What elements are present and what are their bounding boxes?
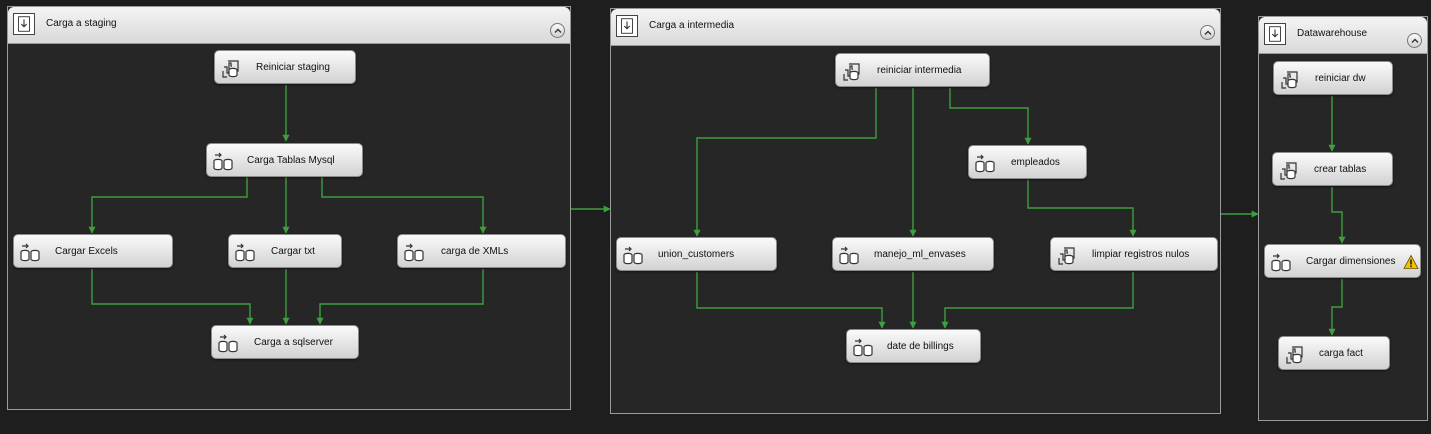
- task-label: Cargar txt: [271, 246, 315, 257]
- task-reiniciar-staging[interactable]: Reiniciar staging: [214, 50, 356, 84]
- task-cargar-txt[interactable]: Cargar txt: [228, 234, 342, 268]
- task-label: Carga a sqlserver: [254, 337, 333, 348]
- data-flow-task-icon: [1270, 251, 1292, 273]
- container-title-staging: Carga a staging: [46, 18, 117, 29]
- data-flow-task-icon: [403, 241, 425, 263]
- data-flow-task-icon: [19, 241, 41, 263]
- task-label: manejo_ml_envases: [874, 249, 966, 260]
- sequence-container-icon: [1264, 23, 1286, 45]
- task-label: crear tablas: [1314, 164, 1367, 175]
- execute-sql-task-icon: [1278, 159, 1300, 181]
- chevron-up-icon: [1203, 28, 1213, 38]
- task-label: reiniciar dw: [1315, 73, 1366, 84]
- task-cargar-dimensiones[interactable]: Cargar dimensiones: [1264, 244, 1421, 278]
- task-crear-tablas[interactable]: crear tablas: [1272, 152, 1393, 186]
- task-reiniciar-intermedia[interactable]: reiniciar intermedia: [835, 53, 990, 87]
- task-cargar-excels[interactable]: Cargar Excels: [13, 234, 173, 268]
- task-date-de-billings[interactable]: date de billings: [846, 329, 981, 363]
- container-title-intermedia: Carga a intermedia: [649, 20, 735, 31]
- task-label: Cargar Excels: [55, 246, 118, 257]
- collapse-staging-button[interactable]: [550, 23, 565, 38]
- data-flow-task-icon: [622, 244, 644, 266]
- sequence-container-icon: [13, 13, 35, 35]
- execute-sql-task-icon: [1284, 343, 1306, 365]
- data-flow-task-icon: [838, 244, 860, 266]
- chevron-up-icon: [1410, 36, 1420, 46]
- task-label: Reiniciar staging: [256, 62, 330, 73]
- execute-sql-task-icon: [1056, 244, 1078, 266]
- task-carga-tablas-mysql[interactable]: Carga Tablas Mysql: [206, 143, 363, 177]
- data-flow-task-icon: [974, 152, 996, 174]
- task-label: Cargar dimensiones: [1306, 256, 1396, 267]
- task-label: reiniciar intermedia: [877, 65, 962, 76]
- execute-sql-task-icon: [1279, 68, 1301, 90]
- task-carga-a-sqlserver[interactable]: Carga a sqlserver: [211, 325, 359, 359]
- chevron-up-icon: [553, 26, 563, 36]
- container-header-intermedia[interactable]: Carga a intermedia: [611, 9, 1220, 46]
- sequence-container-icon: [616, 15, 638, 37]
- task-carga-fact[interactable]: carga fact: [1278, 336, 1390, 370]
- warning-icon: [1403, 254, 1419, 269]
- task-limpiar-registros-nulos[interactable]: limpiar registros nulos: [1050, 237, 1218, 271]
- task-manejo-ml-envases[interactable]: manejo_ml_envases: [832, 237, 994, 271]
- task-carga-de-xmls[interactable]: carga de XMLs: [397, 234, 566, 268]
- task-label: carga fact: [1319, 348, 1363, 359]
- container-header-staging[interactable]: Carga a staging: [8, 7, 570, 44]
- task-union-customers[interactable]: union_customers: [616, 237, 777, 271]
- task-label: empleados: [1011, 157, 1060, 168]
- task-label: carga de XMLs: [441, 246, 509, 257]
- container-title-datawarehouse: Datawarehouse: [1297, 28, 1368, 39]
- data-flow-task-icon: [217, 332, 239, 354]
- task-label: Carga Tablas Mysql: [247, 155, 335, 166]
- data-flow-task-icon: [852, 336, 874, 358]
- task-reiniciar-dw[interactable]: reiniciar dw: [1273, 61, 1393, 95]
- data-flow-task-icon: [234, 241, 256, 263]
- task-empleados[interactable]: empleados: [968, 145, 1087, 179]
- execute-sql-task-icon: [841, 60, 863, 82]
- collapse-datawarehouse-button[interactable]: [1407, 33, 1422, 48]
- task-label: date de billings: [887, 341, 954, 352]
- collapse-intermedia-button[interactable]: [1200, 25, 1215, 40]
- task-label: union_customers: [658, 249, 735, 260]
- execute-sql-task-icon: [220, 57, 242, 79]
- container-header-datawarehouse[interactable]: Datawarehouse: [1259, 17, 1427, 54]
- task-label: limpiar registros nulos: [1092, 249, 1190, 260]
- data-flow-task-icon: [212, 150, 234, 172]
